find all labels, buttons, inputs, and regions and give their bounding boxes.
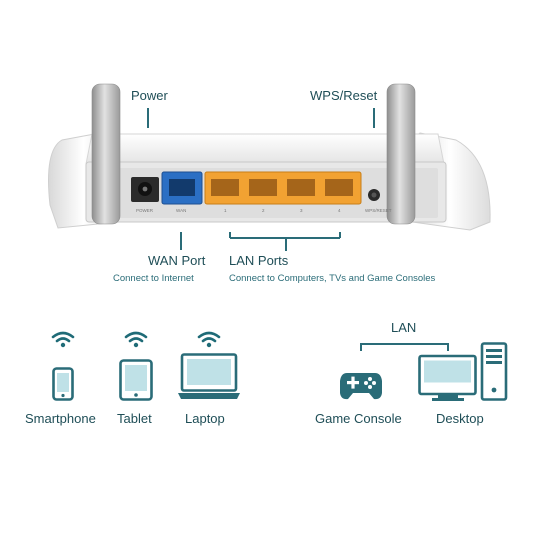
antenna-right bbox=[386, 83, 416, 225]
callout-lan-ports: LAN Ports bbox=[229, 253, 289, 268]
lan-link-line bbox=[361, 343, 448, 345]
callout-wan-port: WAN Port bbox=[148, 253, 206, 268]
callout-wan-line bbox=[180, 232, 182, 250]
port-label-lan-2: 2 bbox=[262, 208, 265, 213]
callout-lan-stem bbox=[285, 237, 287, 251]
callout-lan-tick-left bbox=[229, 232, 231, 238]
callout-power-line bbox=[147, 108, 149, 128]
wifi-icon bbox=[51, 331, 75, 348]
lan-link-label: LAN bbox=[391, 320, 417, 335]
device-label-desktop: Desktop bbox=[436, 411, 484, 426]
device-label-laptop: Laptop bbox=[185, 411, 225, 426]
callout-lan-tick-right bbox=[339, 232, 341, 238]
lan-port-3 bbox=[287, 179, 315, 196]
callout-power: Power bbox=[131, 88, 168, 103]
lan-link-tick-right bbox=[447, 343, 449, 351]
lan-port-1 bbox=[211, 179, 239, 196]
gamepad-icon bbox=[340, 373, 382, 400]
port-label-lan-1: 1 bbox=[224, 208, 227, 213]
lan-port-block bbox=[204, 171, 362, 205]
device-label-tablet: Tablet bbox=[117, 411, 152, 426]
port-label-wps: WPS/RESET bbox=[365, 208, 392, 213]
device-label-game-console: Game Console bbox=[315, 411, 402, 426]
port-label-lan-3: 3 bbox=[300, 208, 303, 213]
wifi-icon bbox=[124, 331, 148, 348]
lan-port-4 bbox=[325, 179, 353, 196]
port-label-lan-4: 4 bbox=[338, 208, 341, 213]
lan-port-2 bbox=[249, 179, 277, 196]
callout-wps-reset: WPS/Reset bbox=[310, 88, 378, 103]
callout-lan-desc: Connect to Computers, TVs and Game Conso… bbox=[229, 273, 436, 284]
port-label-power: POWER bbox=[136, 208, 154, 213]
callout-wan-desc: Connect to Internet bbox=[113, 273, 194, 284]
lan-link-tick-left bbox=[360, 343, 362, 351]
laptop-icon bbox=[178, 353, 240, 399]
tablet-icon bbox=[119, 359, 153, 401]
desktop-icon bbox=[418, 342, 508, 401]
wifi-icon bbox=[197, 331, 221, 348]
router-svg bbox=[48, 83, 491, 231]
device-label-smartphone: Smartphone bbox=[25, 411, 96, 426]
callout-wps-line bbox=[373, 108, 375, 128]
port-label-wan: WAN bbox=[176, 208, 187, 213]
antenna-left bbox=[91, 83, 121, 225]
router-illustration: POWER WAN 1 2 3 4 WPS/RESET bbox=[0, 0, 540, 240]
smartphone-icon bbox=[52, 367, 74, 401]
